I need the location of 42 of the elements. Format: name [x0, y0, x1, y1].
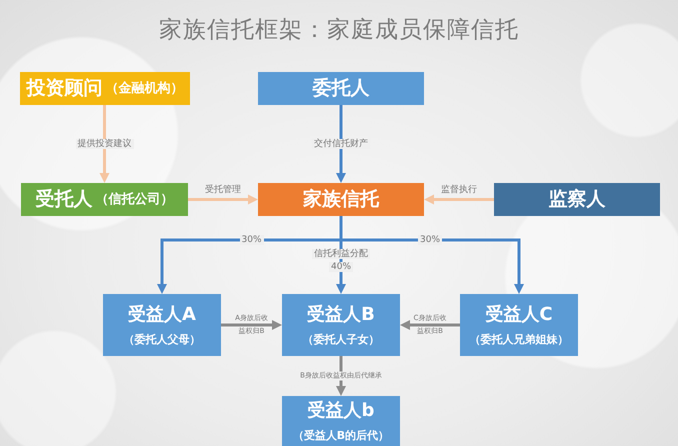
role-box [460, 294, 578, 356]
box-subtitle: （受益人B的后代） [292, 428, 390, 442]
box-title: 投资顾问 [26, 77, 102, 100]
arrow [188, 194, 258, 204]
box-title: 受益人b [308, 400, 374, 422]
edge-label: 监督执行 [440, 184, 478, 194]
box-title: 受益人A [128, 304, 196, 326]
role-box [103, 294, 221, 356]
box-subtitle: （委托人兄弟姐妹） [470, 332, 568, 346]
edge-label: 30% [418, 235, 442, 245]
arrow [221, 320, 282, 330]
box-subtitle: （委托人子女） [302, 332, 380, 346]
arrow [341, 238, 524, 294]
role-box [20, 72, 190, 105]
role-box [282, 294, 400, 356]
role-box [258, 72, 424, 105]
arrow [157, 238, 341, 294]
arrow [100, 105, 110, 183]
title: 家族信托框架：家庭成员保障信托 [159, 16, 519, 45]
role-box [258, 183, 424, 216]
arrow [424, 194, 494, 204]
role-box [21, 183, 188, 216]
role-box [282, 396, 400, 446]
arrow [336, 105, 346, 183]
arrow [400, 320, 460, 330]
box-subtitle: （金融机构） [106, 80, 184, 96]
connector-line [340, 216, 342, 240]
edge-label: 交付信托财产 [312, 139, 370, 149]
edge-label: 30% [240, 235, 264, 245]
edge-label: 40% [329, 262, 353, 272]
box-subtitle: （信托公司） [96, 192, 174, 208]
box-title: 家族信托 [303, 188, 379, 211]
box-title: 监察人 [548, 188, 606, 211]
box-title: 受托人 [36, 188, 92, 211]
box-subtitle: （委托人父母） [124, 332, 200, 346]
box-title: 受益人B [307, 304, 375, 326]
box-title: 受益人C [485, 304, 553, 326]
edge-label: 受托管理 [204, 184, 242, 194]
box-title: 委托人 [312, 77, 370, 100]
edge-label: 提供投资建议 [76, 139, 134, 149]
role-box [494, 183, 660, 216]
flow-label: 信托利益分配 [312, 249, 370, 259]
